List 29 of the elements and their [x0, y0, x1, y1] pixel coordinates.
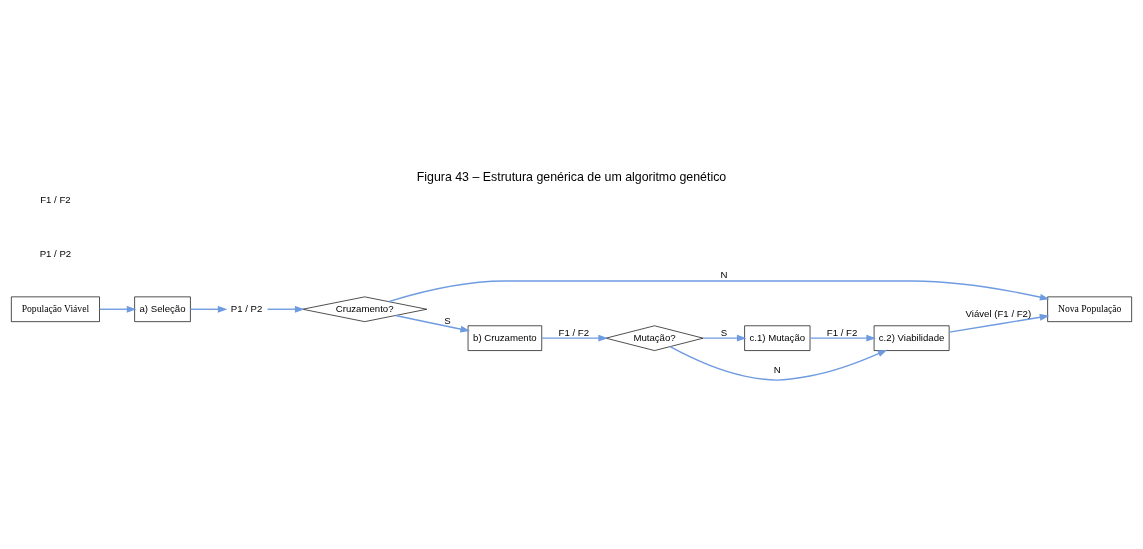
node-box: Nova População: [1047, 296, 1132, 322]
edge-label: S: [720, 326, 728, 338]
edge-label: N: [720, 269, 728, 281]
arrow: [266, 305, 305, 313]
node-diamond: Cruzamento?: [302, 296, 428, 322]
arrow: [809, 334, 876, 342]
arrow: [948, 313, 1050, 333]
arrow: [541, 334, 608, 342]
node-text: P1 / P2: [230, 302, 263, 314]
arrow: [669, 346, 888, 381]
node-box: a) Seleção: [134, 296, 191, 322]
edge-label: Viável (F1 / F2): [965, 307, 1032, 319]
diagram-title: Figura 43 – Estrutura genérica de um algoritmo genético: [416, 170, 727, 185]
node-box: c.1) Mutação: [744, 325, 811, 351]
edge-label: F1 / F2: [826, 326, 858, 338]
node-box: c.2) Viabilidade: [873, 325, 950, 351]
arrow: [189, 305, 228, 313]
arrow: [394, 314, 471, 333]
edge-label: F1 / F2: [558, 326, 590, 338]
node-diamond: Mutação?: [605, 325, 704, 351]
label: F1 / F2: [40, 193, 71, 205]
edge-label: N: [773, 364, 781, 376]
arrow: [99, 305, 137, 313]
arrow: [388, 280, 1050, 303]
edge-label: S: [444, 314, 451, 326]
label: P1 / P2: [39, 248, 72, 260]
node-box: b) Cruzamento: [467, 325, 543, 351]
arrow: [702, 334, 747, 342]
node-box: População Viável: [11, 296, 100, 322]
